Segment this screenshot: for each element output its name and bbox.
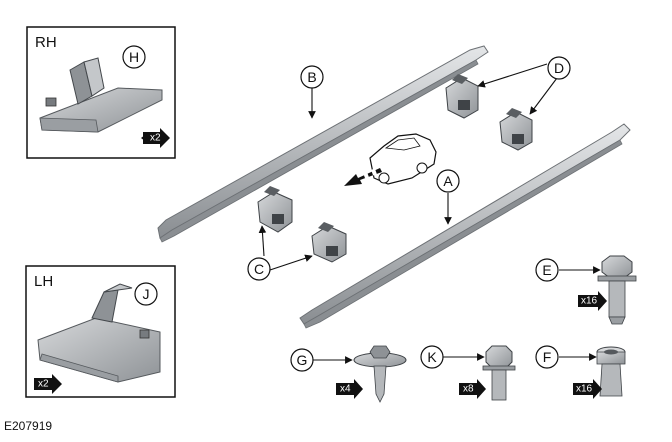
leader-lines bbox=[258, 63, 601, 364]
quantity-k-text: x8 bbox=[463, 384, 474, 395]
callout-f-label: F bbox=[543, 349, 552, 365]
callout-c-label: C bbox=[254, 261, 264, 277]
rh-quantity-badge: x2 bbox=[141, 128, 170, 148]
callout-j-label: J bbox=[143, 286, 150, 302]
quantity-g-text: x4 bbox=[340, 384, 351, 395]
callout-b: B bbox=[300, 65, 324, 89]
figure-reference: E207919 bbox=[4, 419, 52, 433]
callout-d-label: D bbox=[554, 60, 564, 76]
bracket-d-lower bbox=[499, 108, 533, 151]
bolt-k bbox=[482, 345, 516, 401]
bracket-d-upper bbox=[445, 74, 479, 119]
callout-d: D bbox=[547, 56, 571, 80]
lh-quantity-text: x2 bbox=[38, 379, 49, 390]
callout-e-label: E bbox=[542, 262, 551, 278]
lh-panel-title: LH bbox=[34, 273, 53, 290]
screw-g bbox=[353, 345, 407, 403]
rivet-nut-f bbox=[596, 346, 626, 397]
callout-a-label: A bbox=[443, 173, 453, 189]
lh-callout-j: J bbox=[134, 282, 158, 306]
roof-rail-b bbox=[157, 45, 489, 243]
direction-arrow-icon bbox=[344, 168, 382, 186]
quantity-badge-e: x16 bbox=[578, 291, 607, 311]
lh-bracket-plate bbox=[37, 283, 161, 383]
callout-h-label: H bbox=[129, 49, 139, 65]
quantity-badge-k: x8 bbox=[459, 379, 486, 399]
callout-e: E bbox=[535, 258, 559, 282]
quantity-badge-g: x4 bbox=[336, 379, 363, 399]
rh-bracket-plate bbox=[39, 57, 163, 133]
rh-quantity-text: x2 bbox=[150, 133, 161, 144]
lh-quantity-badge: x2 bbox=[34, 374, 62, 394]
roof-rail-a bbox=[299, 123, 631, 329]
callout-g: G bbox=[290, 348, 314, 372]
quantity-badge-f: x16 bbox=[573, 379, 602, 399]
lh-panel: LH J x2 bbox=[25, 265, 176, 398]
bolt-e bbox=[597, 255, 637, 325]
callout-f: F bbox=[535, 345, 559, 369]
rh-callout-h: H bbox=[122, 45, 146, 69]
quantity-f-text: x16 bbox=[576, 384, 593, 395]
quantity-e-text: x16 bbox=[581, 296, 598, 307]
callout-c: C bbox=[247, 257, 271, 281]
callout-k: K bbox=[420, 345, 444, 369]
vehicle-orientation-icon bbox=[369, 133, 437, 185]
callout-k-label: K bbox=[427, 349, 437, 365]
rh-panel: RH H x2 bbox=[26, 26, 176, 159]
callout-b-label: B bbox=[307, 69, 316, 85]
bracket-c-upper bbox=[257, 186, 293, 233]
callout-g-label: G bbox=[297, 352, 308, 368]
rh-panel-title: RH bbox=[35, 34, 57, 51]
callout-a: A bbox=[436, 169, 460, 193]
bracket-c-lower bbox=[311, 222, 347, 263]
